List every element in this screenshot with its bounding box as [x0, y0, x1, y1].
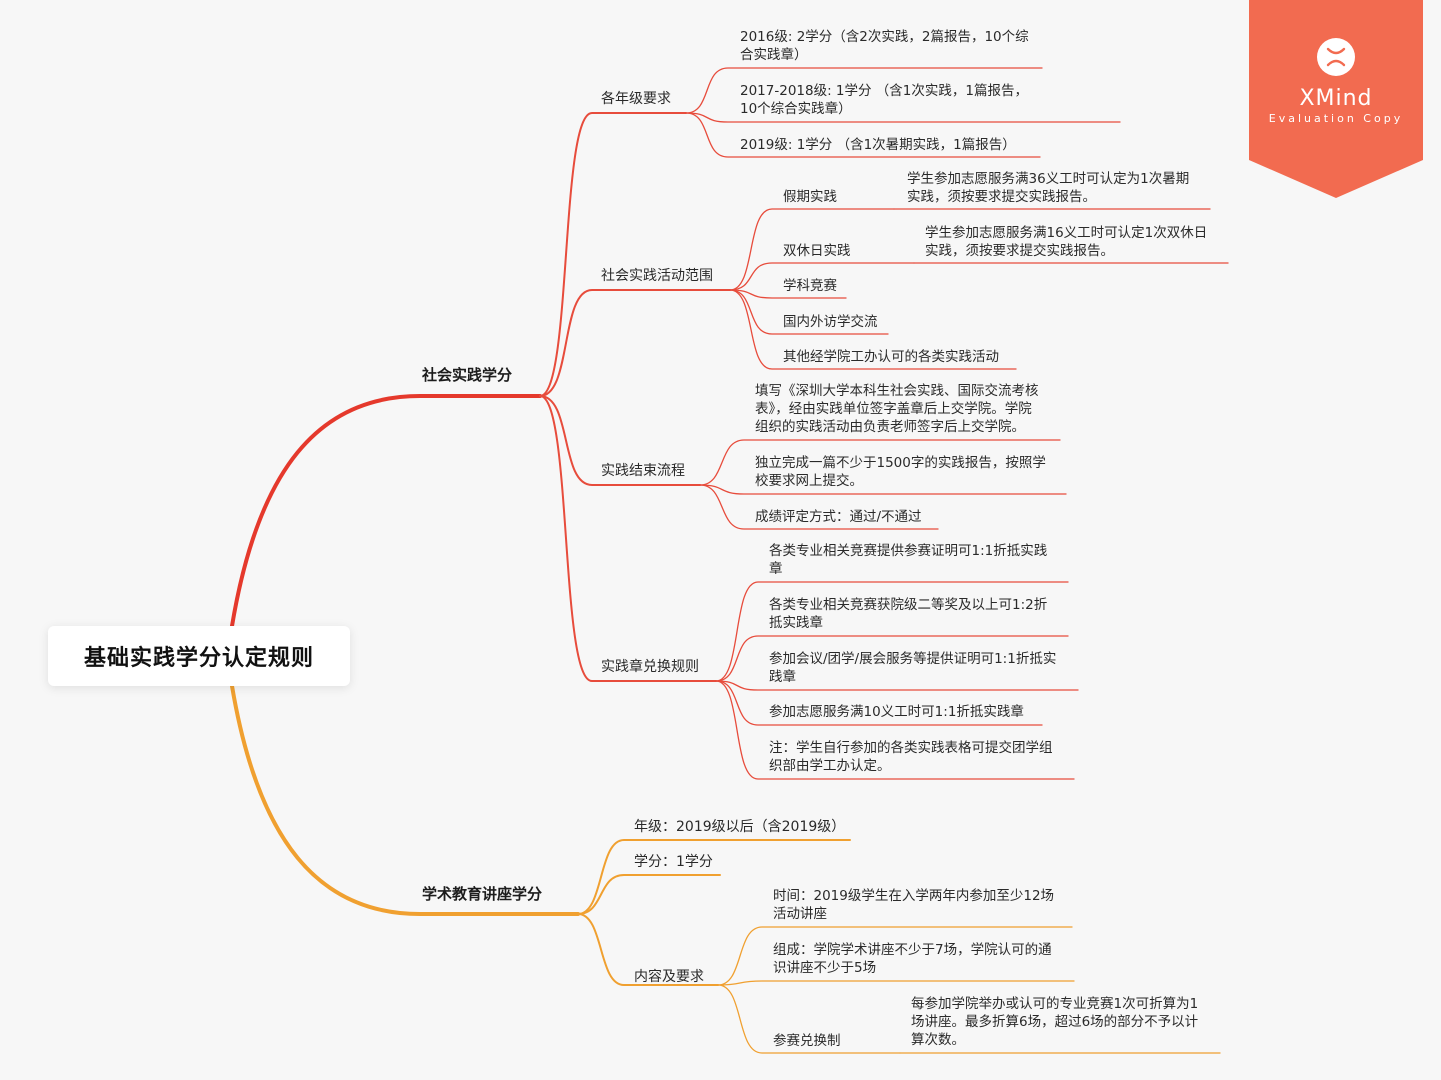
topic-exchange-rules[interactable]: 实践章兑换规则: [601, 659, 699, 675]
academic-credit[interactable]: 学分：1学分: [634, 854, 713, 870]
exchange-item[interactable]: 参加会议/团学/展会服务等提供证明可1:1折抵实 践章: [769, 651, 1057, 685]
scope-item[interactable]: 国内外访学交流: [783, 314, 878, 330]
content-item[interactable]: 组成：学院学术讲座不少于7场，学院认可的通 识讲座不少于5场: [773, 942, 1052, 976]
exchange-item[interactable]: 注：学生自行参加的各类实践表格可提交团学组 织部由学工办认定。: [769, 740, 1053, 774]
topic-activity-scope[interactable]: 社会实践活动范围: [601, 268, 713, 284]
root-node[interactable]: 基础实践学分认定规则: [48, 626, 350, 686]
scope-weekend-detail[interactable]: 学生参加志愿服务满16义工时可认定1次双休日 实践，须按要求提交实践报告。: [925, 225, 1208, 259]
exchange-item[interactable]: 各类专业相关竞赛提供参赛证明可1:1折抵实践 章: [769, 543, 1048, 577]
grade-item[interactable]: 2017-2018级: 1学分 （含1次实践，1篇报告， 10个综合实践章）: [740, 83, 1028, 117]
grade-item[interactable]: 2019级: 1学分 （含1次暑期实践，1篇报告）: [740, 137, 1016, 153]
xmind-watermark: [1249, 0, 1423, 198]
root-label: 基础实践学分认定规则: [83, 646, 314, 671]
contest-exchange-detail[interactable]: 每参加学院举办或认可的专业竞赛1次可折算为1 场讲座。最多折算6场，超过6场的部…: [911, 996, 1199, 1048]
academic-grade[interactable]: 年级：2019级以后（含2019级）: [634, 819, 846, 835]
branch-social-credit[interactable]: 社会实践学分: [422, 366, 513, 384]
xmind-logo-icon: [1326, 47, 1346, 67]
topic-completion-process[interactable]: 实践结束流程: [601, 463, 685, 479]
grade-item[interactable]: 2016级: 2学分（含2次实践，2篇报告，10个综 合实践章）: [740, 29, 1029, 63]
scope-holiday-detail[interactable]: 学生参加志愿服务满36义工时可认定为1次暑期 实践，须按要求提交实践报告。: [907, 171, 1190, 205]
content-item[interactable]: 时间：2019级学生在入学两年内参加至少12场 活动讲座: [773, 888, 1055, 922]
process-item[interactable]: 成绩评定方式：通过/不通过: [755, 509, 922, 525]
exchange-item[interactable]: 各类专业相关竞赛获院级二等奖及以上可1:2折 抵实践章: [769, 597, 1048, 631]
watermark-sub: Evaluation Copy: [1268, 112, 1404, 125]
scope-weekend-practice[interactable]: 双休日实践: [783, 243, 851, 259]
link-root-academic: [230, 684, 580, 916]
branch-academic-credit[interactable]: 学术教育讲座学分: [422, 885, 543, 903]
process-item[interactable]: 填写《深圳大学本科生社会实践、国际交流考核 表》，经由实践单位签字盖章后上交学院…: [755, 383, 1039, 435]
watermark-brand: XMind: [1299, 86, 1373, 111]
exchange-item[interactable]: 参加志愿服务满10义工时可1:1折抵实践章: [769, 704, 1024, 720]
topic-grade-requirements[interactable]: 各年级要求: [601, 91, 671, 107]
scope-item[interactable]: 学科竞赛: [783, 278, 837, 294]
link-root-social: [230, 394, 542, 628]
topic-content-requirements[interactable]: 内容及要求: [634, 969, 704, 985]
contest-exchange[interactable]: 参赛兑换制: [773, 1033, 841, 1049]
scope-item[interactable]: 其他经学院工办认可的各类实践活动: [783, 349, 999, 365]
scope-holiday-practice[interactable]: 假期实践: [783, 189, 837, 205]
process-item[interactable]: 独立完成一篇不少于1500字的实践报告，按照学 校要求网上提交。: [755, 455, 1046, 489]
